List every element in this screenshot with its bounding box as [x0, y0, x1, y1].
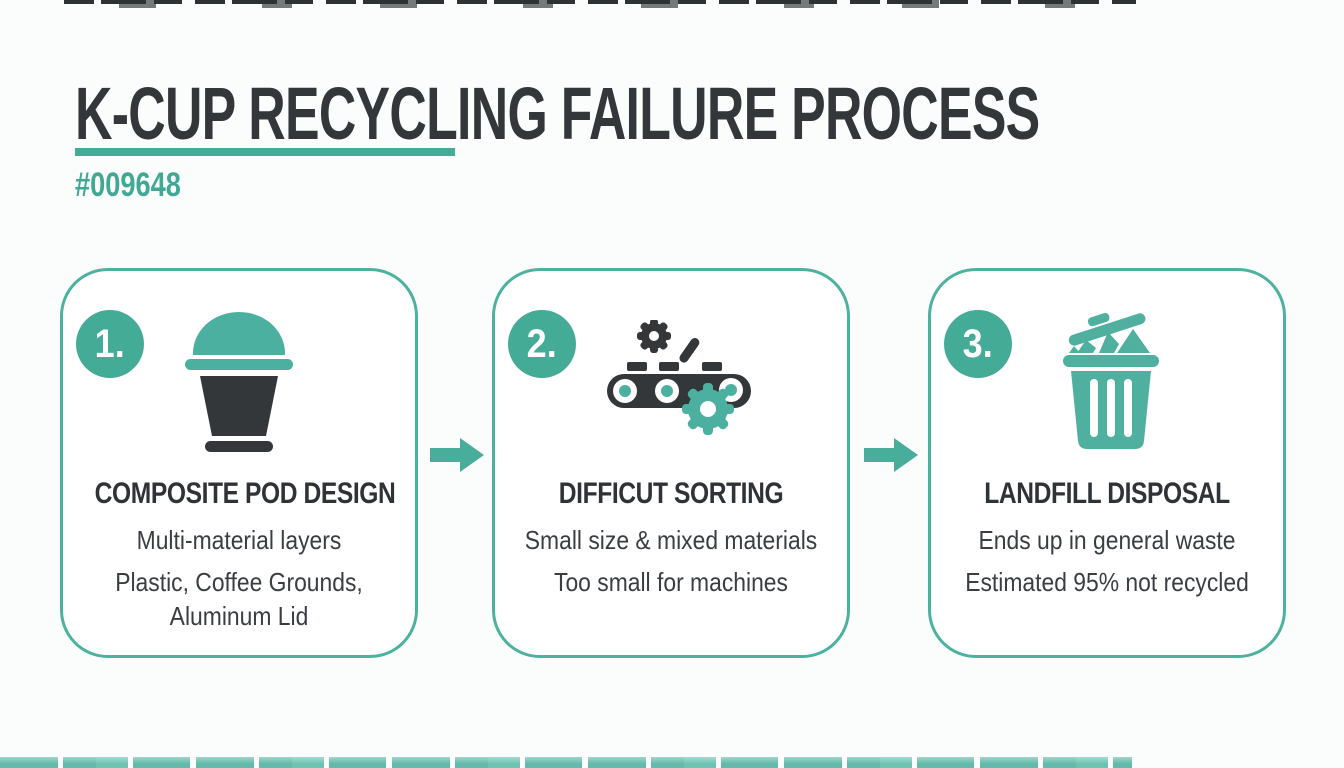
step-line-1: Small size & mixed materials	[524, 525, 818, 555]
cropped-text-bottom-strip	[0, 757, 1132, 768]
step-line-2: Too small for machines	[554, 567, 788, 597]
step-heading: COMPOSITE POD DESIGN	[94, 477, 396, 510]
step-number: 2.	[526, 321, 558, 366]
step-line-1: Ends up in general waste	[978, 525, 1236, 555]
cropped-text-top-strip-2	[64, 0, 1136, 8]
step-number-badge: 3.	[944, 310, 1012, 378]
right-arrow-icon	[864, 438, 918, 472]
coffee-pod-icon	[63, 305, 415, 455]
step-line-2-text: Plastic, Coffee Grounds, Aluminum Lid	[115, 567, 363, 631]
step-line-1: Multi-material layers	[136, 525, 342, 555]
title-underline	[75, 148, 455, 156]
conveyor-sorting-icon	[495, 320, 847, 435]
step-line-2: Plastic, Coffee Grounds, Aluminum Lid	[84, 565, 394, 633]
step-number-badge: 2.	[508, 310, 576, 378]
step-number-badge: 1.	[76, 310, 144, 378]
color-code-label: #009648	[75, 166, 181, 204]
right-arrow-icon	[430, 438, 484, 472]
trash-can-icon	[931, 303, 1283, 453]
step-card-difficult-sorting: 2.	[492, 268, 850, 658]
step-number: 3.	[962, 321, 994, 366]
page-title: K-CUP RECYCLING FAILURE PROCESS	[75, 72, 1040, 155]
step-line-2: Estimated 95% not recycled	[965, 567, 1249, 597]
step-heading: LANDFILL DISPOSAL	[984, 477, 1230, 510]
step-card-landfill-disposal: 3. LANDFIL	[928, 268, 1286, 658]
step-card-composite-pod: 1. COMPOSITE POD DESIGN Multi-material l…	[60, 268, 418, 658]
step-heading: DIFFICUT SORTING	[558, 477, 784, 510]
step-number: 1.	[94, 321, 126, 366]
